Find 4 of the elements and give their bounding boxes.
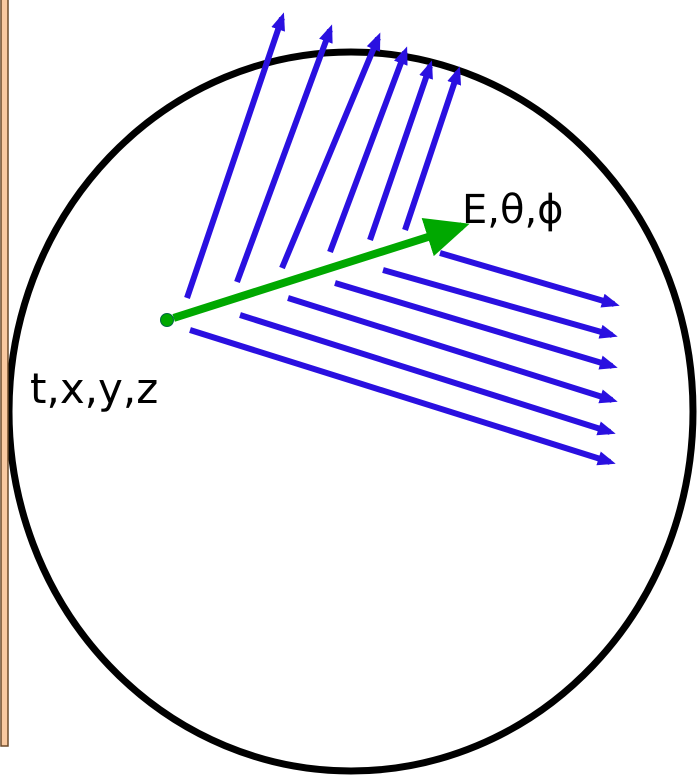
point-dot [160,313,174,327]
coordinate-label: t,x,y,z [30,368,158,410]
arrow [172,218,470,322]
coordinate-label: E,θ,ϕ [462,190,564,230]
